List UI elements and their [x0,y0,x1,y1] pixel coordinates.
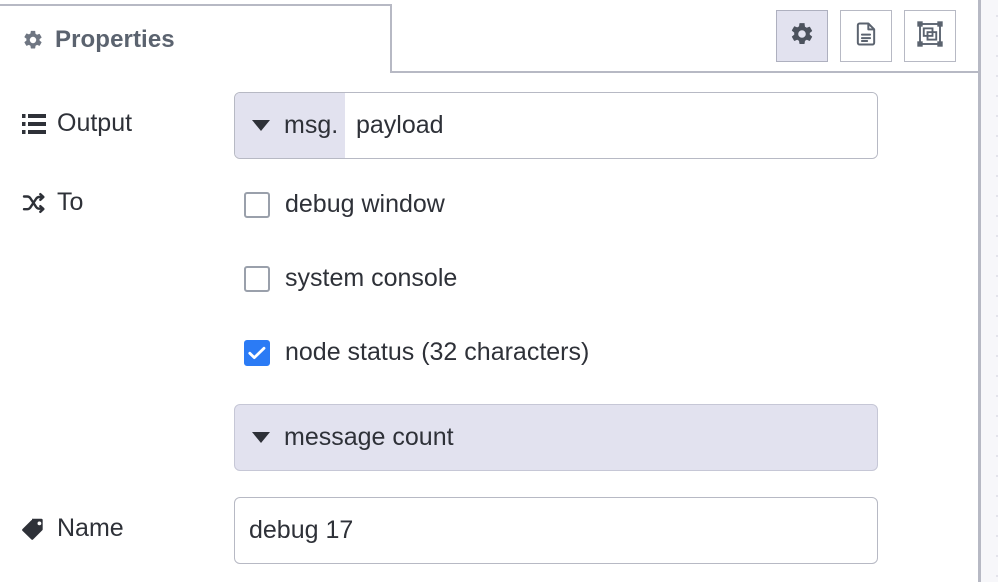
flow-canvas-strip [978,0,998,582]
name-input[interactable]: debug 17 [234,497,878,564]
tab-action-buttons [776,10,956,62]
to-row-label: To [22,188,83,217]
output-type-label: msg. [284,111,339,139]
checkbox-label: debug window [285,190,445,218]
properties-tab-button[interactable] [776,10,828,62]
node-properties-panel: Properties [0,0,978,582]
description-tab-button[interactable] [840,10,892,62]
tag-icon [22,518,48,540]
status-type-select[interactable]: message count [234,404,878,471]
list-icon [22,113,48,135]
checkbox-label: node status (32 characters) [285,338,590,366]
checkbox-label: system console [285,264,458,292]
tab-bar: Properties [0,0,978,73]
tab-properties-label: Properties [55,25,175,53]
output-value-input[interactable]: payload [345,93,877,158]
checkbox-box[interactable] [244,339,270,366]
checkbox-node-status[interactable]: node status (32 characters) [244,338,589,367]
checkbox-debug-window[interactable]: debug window [244,190,445,219]
name-label: Name [57,514,124,542]
tab-bar-divider [0,71,978,73]
output-typed-input[interactable]: msg. payload [234,92,878,159]
gear-icon [789,21,815,52]
checkbox-system-console[interactable]: system console [244,264,457,293]
output-label: Output [57,109,133,137]
chevron-down-icon [252,432,270,443]
appearance-icon [915,19,945,54]
shuffle-icon [22,192,48,214]
checkbox-box[interactable] [244,191,270,218]
appearance-tab-button[interactable] [904,10,956,62]
document-icon [852,20,880,53]
gear-icon [22,29,44,51]
status-type-value: message count [284,423,454,451]
tab-properties[interactable]: Properties [0,4,392,73]
checkbox-box[interactable] [244,265,270,292]
properties-form: Output msg. payload To debug w [0,73,978,582]
output-type-selector[interactable]: msg. [235,93,345,158]
name-input-value: debug 17 [249,516,354,544]
chevron-down-icon [252,120,270,131]
output-row-label: Output [22,109,132,138]
name-row-label: Name [22,514,124,543]
to-label: To [57,188,84,216]
